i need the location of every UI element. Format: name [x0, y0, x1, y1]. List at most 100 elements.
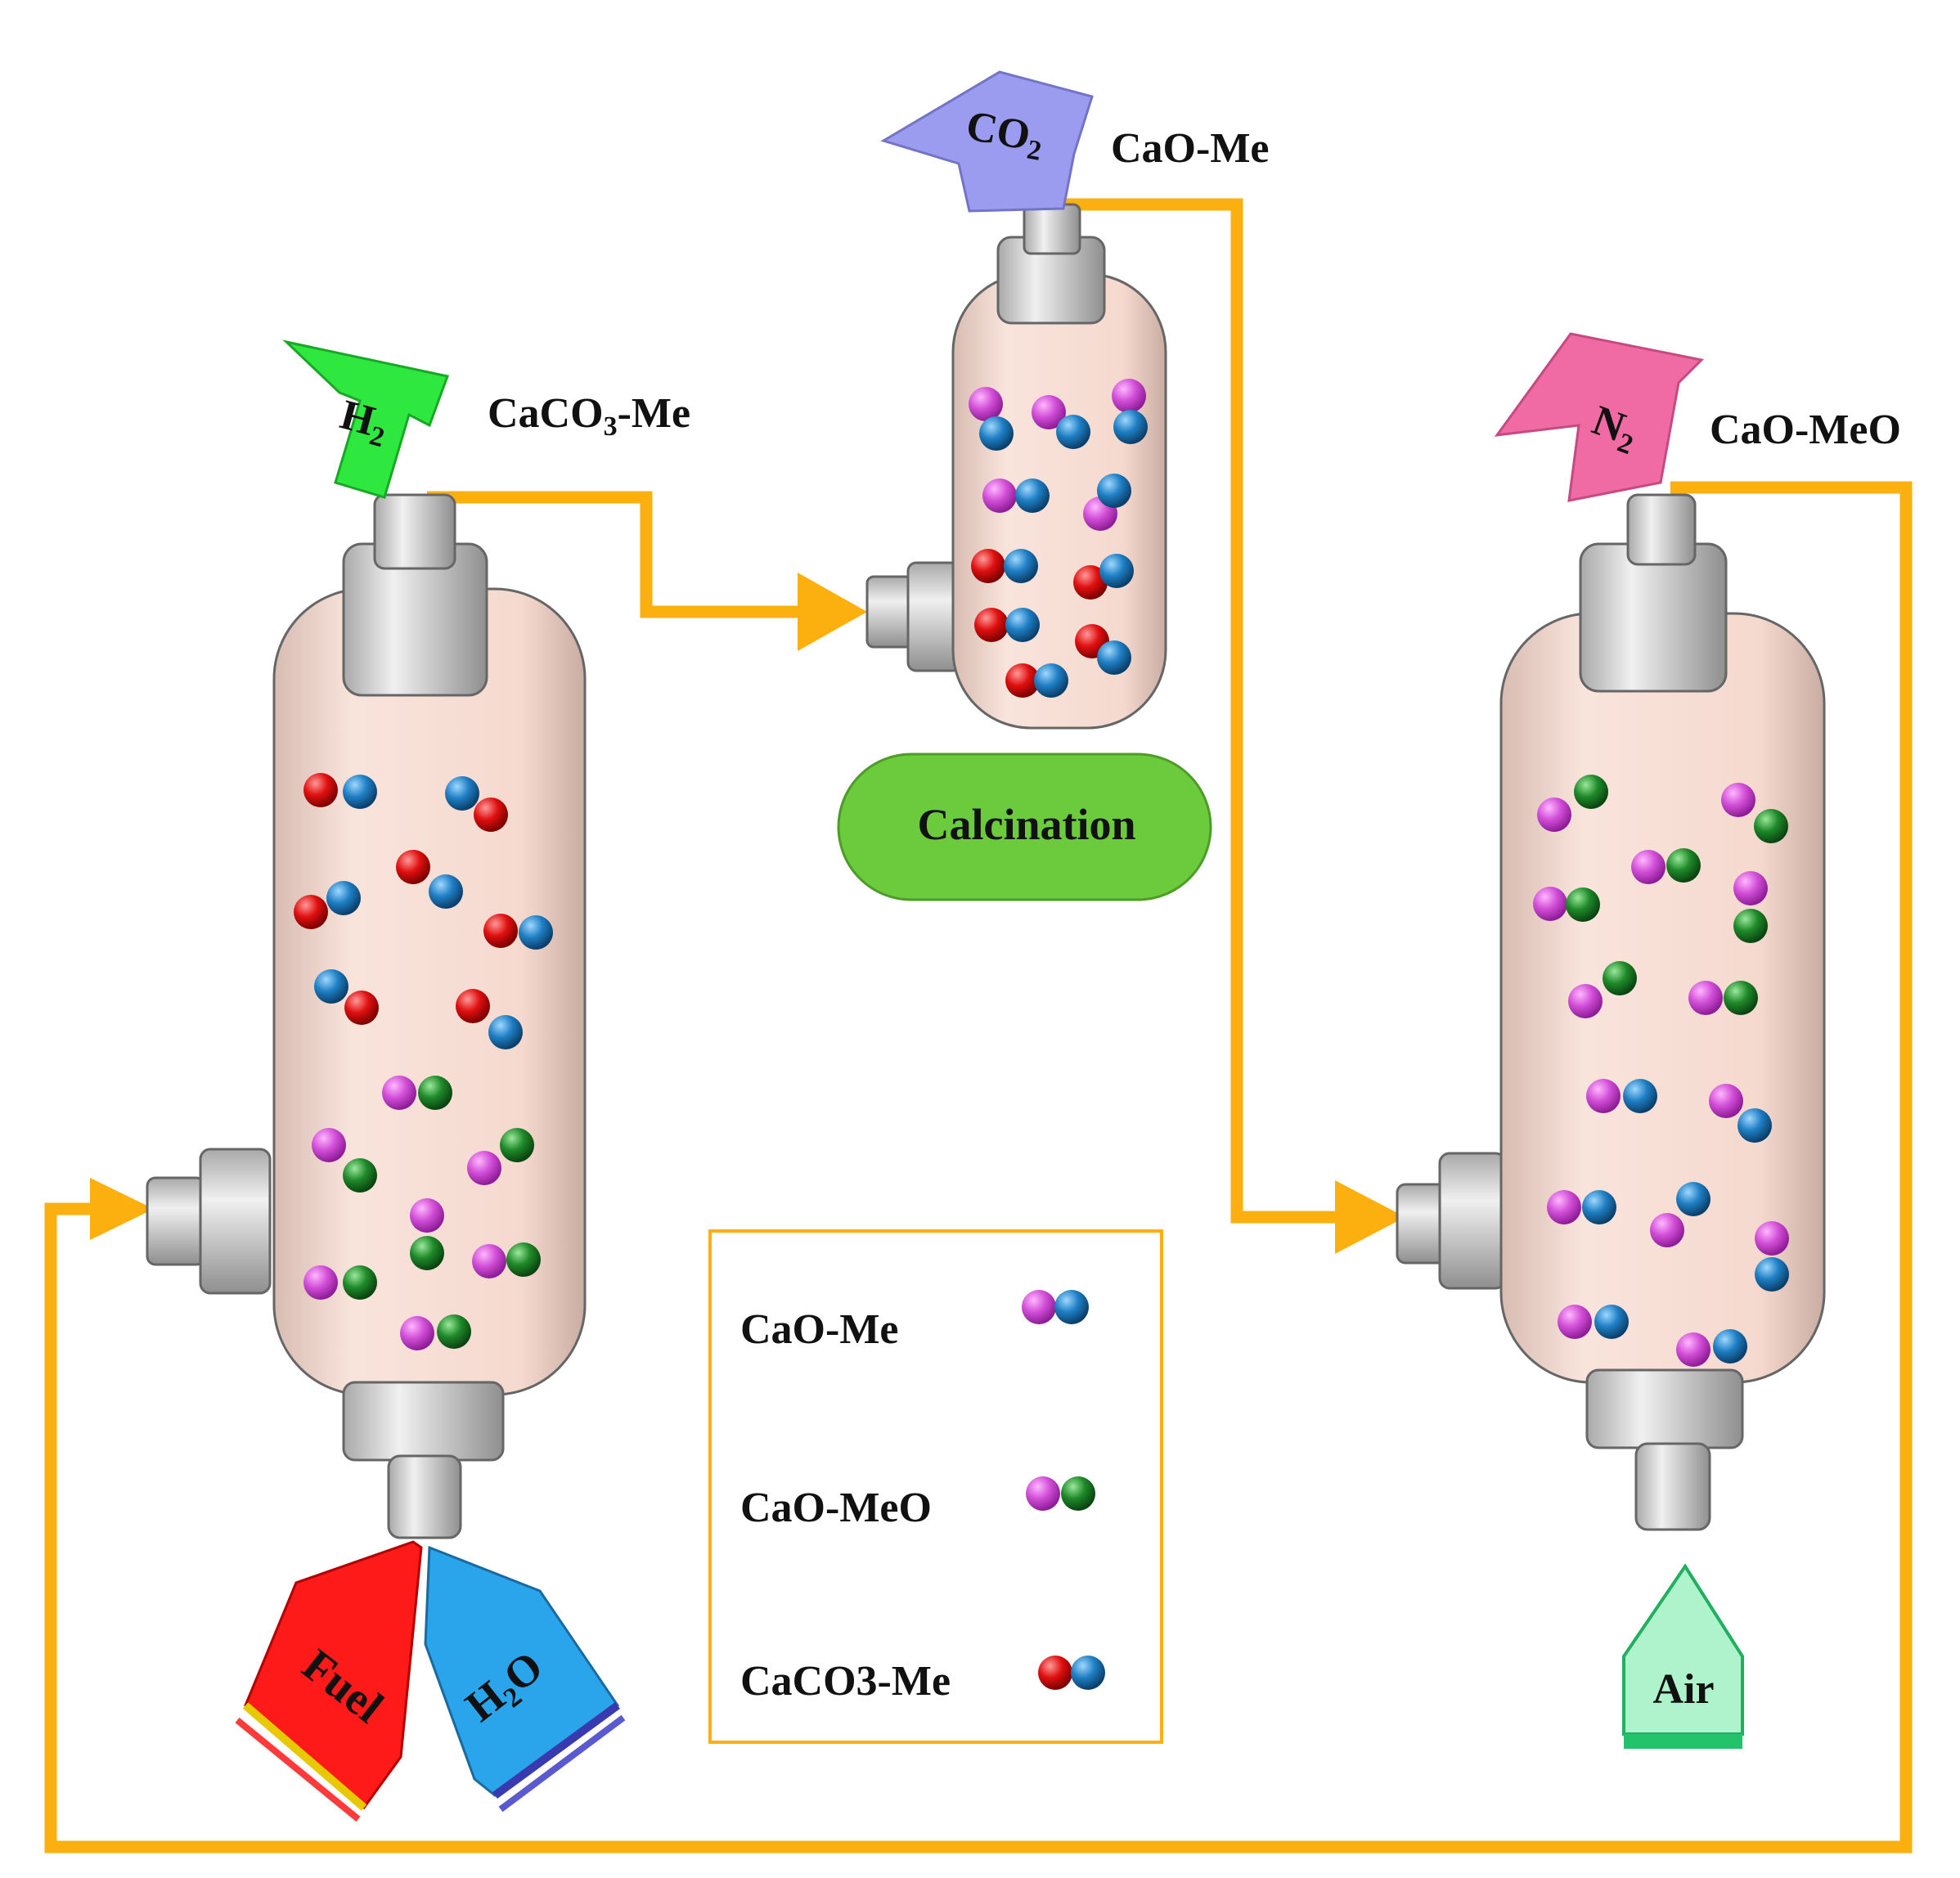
- water-inlet-arrow: H2O: [424, 1545, 626, 1813]
- green-sphere: [1666, 848, 1701, 883]
- arrowhead-to-calciner: [798, 573, 867, 651]
- legend-swatch-cao-me: [1022, 1290, 1089, 1324]
- particle-pair: [1709, 1084, 1772, 1143]
- particle-pair: [456, 989, 523, 1049]
- particle-pair: [1568, 961, 1637, 1018]
- red-sphere: [474, 797, 508, 832]
- blue-sphere: [1676, 1182, 1711, 1216]
- particle-pair: [472, 1242, 541, 1278]
- pink-sphere: [1537, 797, 1571, 832]
- blue-sphere: [1113, 410, 1148, 444]
- red-sphere: [1073, 565, 1108, 600]
- flow-arrowheads: [90, 573, 1405, 1254]
- air-reactor-bottom-cap: [1585, 1368, 1744, 1449]
- pink-sphere: [982, 478, 1017, 513]
- particle-pair: [974, 608, 1040, 642]
- pink-sphere: [969, 387, 1003, 421]
- legend-label-cao-meo: CaO-MeO: [740, 1485, 932, 1531]
- particle-pair: [467, 1128, 534, 1185]
- legend-swatches: [1022, 1290, 1105, 1690]
- blue-sphere: [429, 874, 463, 909]
- particle-pair: [1688, 981, 1758, 1015]
- cao-me-stream-label: CaO-Me: [1111, 125, 1269, 172]
- particle-pair: [483, 914, 553, 950]
- green-sphere: [500, 1128, 534, 1162]
- green-sphere: [506, 1242, 541, 1277]
- pink-sphere: [1676, 1332, 1711, 1367]
- h2-outlet-arrow: H2: [282, 339, 450, 499]
- blue-sphere: [1034, 663, 1068, 698]
- red-sphere: [344, 991, 379, 1025]
- particle-pair: [396, 850, 463, 909]
- air-inlet-arrow: Air: [1622, 1563, 1744, 1749]
- particle-pair: [1537, 775, 1608, 832]
- particle-pair: [400, 1314, 471, 1350]
- calciner: [865, 203, 1167, 730]
- particle-pair: [1721, 783, 1788, 843]
- green-sphere: [1603, 961, 1637, 995]
- red-sphere: [1038, 1656, 1072, 1690]
- flow-lines: [44, 198, 1913, 1853]
- pink-sphere: [1721, 783, 1755, 817]
- blue-sphere: [488, 1015, 523, 1049]
- blue-sphere: [1099, 554, 1134, 588]
- blue-sphere: [1755, 1257, 1789, 1292]
- caco3-me-suffix: -Me: [618, 390, 690, 437]
- pink-sphere: [312, 1128, 346, 1162]
- blue-sphere: [1097, 640, 1131, 675]
- particle-pair: [303, 1265, 377, 1300]
- svg-text:CO2: CO2: [962, 102, 1047, 167]
- particle-pair: [1650, 1182, 1711, 1247]
- blue-sphere: [1004, 549, 1038, 583]
- legend-label-caco3-me: CaCO3-Me: [740, 1658, 951, 1705]
- pink-sphere: [467, 1151, 501, 1185]
- caco3-subscript: 3: [604, 411, 618, 442]
- legend: CaO-Me CaO-MeO CaCO3-Me: [708, 1229, 1163, 1744]
- flow-air-reactor-return: [44, 481, 1913, 1853]
- particle-pair: [1676, 1329, 1747, 1367]
- flow-calciner-to-air-reactor: [1063, 198, 1354, 1224]
- green-sphere: [1733, 909, 1768, 943]
- particle-pair: [1073, 554, 1134, 600]
- pink-sphere: [1688, 981, 1723, 1015]
- arrowhead-to-air-reactor: [1335, 1180, 1405, 1254]
- green-sphere: [418, 1076, 452, 1110]
- n2-outlet-arrow: N2: [1494, 332, 1705, 502]
- particle-pair: [1032, 395, 1090, 449]
- pink-sphere: [1631, 850, 1666, 884]
- pink-sphere: [1755, 1221, 1789, 1256]
- red-sphere: [483, 914, 518, 948]
- red-sphere: [971, 549, 1005, 583]
- pink-sphere: [1650, 1213, 1684, 1247]
- pink-sphere: [1558, 1305, 1592, 1339]
- blue-sphere: [1054, 1290, 1089, 1324]
- particle-pair: [1075, 624, 1131, 675]
- green-sphere: [1754, 809, 1788, 843]
- particle-pair: [1533, 887, 1600, 922]
- legend-swatch-caco3-me: [1038, 1656, 1105, 1690]
- particle-pair: [1631, 848, 1701, 884]
- legend-swatch-cao-meo: [1026, 1476, 1095, 1511]
- particle-pair: [1755, 1221, 1789, 1292]
- blue-sphere: [1005, 608, 1040, 642]
- green-sphere: [343, 1158, 377, 1193]
- particle-pair: [303, 773, 377, 809]
- pink-sphere: [1709, 1084, 1743, 1118]
- particle-pair: [1005, 663, 1068, 698]
- legend-label-cao-me: CaO-Me: [740, 1306, 898, 1353]
- green-sphere: [410, 1236, 444, 1270]
- green-sphere: [437, 1314, 471, 1349]
- pink-sphere: [303, 1265, 338, 1300]
- blue-sphere: [1071, 1656, 1105, 1690]
- particle-pair: [314, 969, 379, 1025]
- particle-pair: [294, 881, 361, 929]
- particle-pair: [1547, 1190, 1616, 1224]
- particle-pair: [312, 1128, 377, 1193]
- particle-pair: [971, 549, 1038, 583]
- particle-pair: [382, 1076, 452, 1110]
- blue-sphere: [445, 776, 479, 811]
- pink-sphere: [472, 1244, 506, 1278]
- green-sphere: [1061, 1476, 1095, 1511]
- pink-sphere: [400, 1316, 434, 1350]
- pink-sphere: [1586, 1079, 1621, 1113]
